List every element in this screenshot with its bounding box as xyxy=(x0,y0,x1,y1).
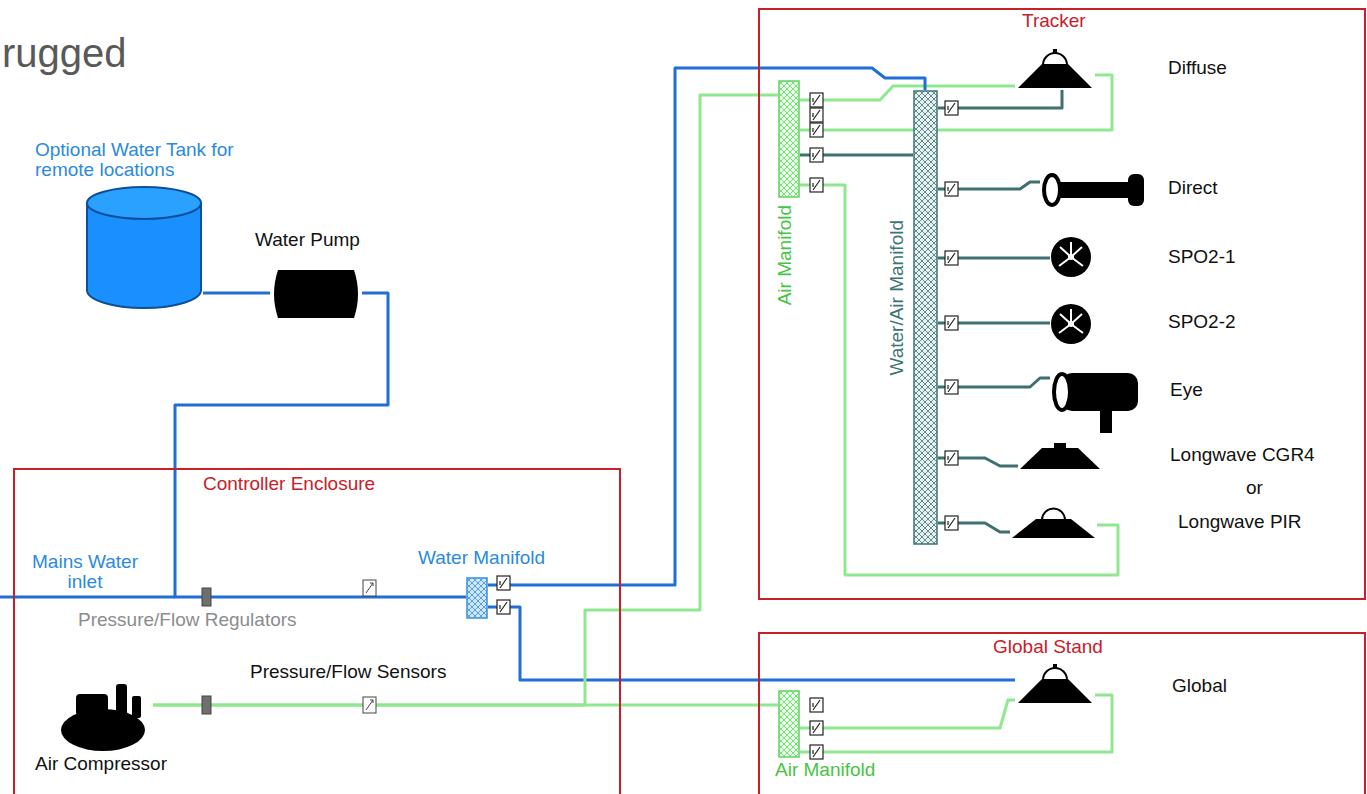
water-pump: Water Pump xyxy=(270,268,362,320)
air-line xyxy=(800,700,1015,728)
controller-enclosure: Water ManifoldAir Compressor Controller E… xyxy=(13,468,621,794)
enclosure-heading: Tracker xyxy=(1022,11,1086,31)
part-label: SPO2-2 xyxy=(1168,312,1236,332)
pipe-connector xyxy=(800,695,1112,752)
water-manifold: Water Manifold xyxy=(466,577,488,619)
part-label: Longwave CGR4 xyxy=(1170,445,1315,465)
air-manifold: Air Manifold xyxy=(778,690,800,758)
direct-pyrheliometer: Direct xyxy=(1040,170,1145,210)
part-label: Optional Water Tank for remote locations xyxy=(35,140,247,180)
sunphotometer-symbol xyxy=(1050,302,1092,346)
pressure-flow-sensors xyxy=(363,580,376,713)
air-manifold-symbol xyxy=(778,80,800,198)
global-pyranometer-symbol xyxy=(1015,660,1095,705)
page-heading-fragment: rugged xyxy=(2,30,127,76)
longwave-cgr4-symbol xyxy=(1018,443,1102,470)
part-label: SPO2-1 xyxy=(1168,247,1236,267)
diffuse-pyranometer: Diffuse xyxy=(1015,45,1095,90)
part-label: Pressure/Flow Sensors xyxy=(250,662,446,682)
part-label: Air Manifold xyxy=(775,760,875,780)
connectors xyxy=(153,68,1118,752)
part-label: Water Pump xyxy=(255,230,360,250)
longwave-pir-symbol xyxy=(1010,505,1097,540)
pipe-connector xyxy=(153,704,778,707)
part-label: Global xyxy=(1172,676,1227,696)
part-label: Water Manifold xyxy=(418,548,545,568)
air-compressor: Air Compressor xyxy=(58,680,153,752)
water-air-manifold-symbol xyxy=(913,90,938,545)
inlet-label: Mains Water inlet xyxy=(15,552,155,592)
water-air-manifold: Water/Air Manifold xyxy=(913,90,938,545)
pipe-connector xyxy=(488,607,1015,680)
pressure-flow-regulators xyxy=(202,588,211,714)
longwave-cgr4: Longwave CGR4 xyxy=(1018,443,1102,470)
air-manifold-symbol xyxy=(778,690,800,758)
air-manifold: Air Manifold xyxy=(778,80,800,198)
global-stand-frame: Air Manifold Global Global Stand xyxy=(758,632,1366,794)
diffuse-pyranometer-symbol xyxy=(1015,45,1095,90)
water-manifold-symbol xyxy=(466,577,488,619)
part-label: Eye xyxy=(1170,380,1203,400)
note: or xyxy=(1246,478,1263,498)
water-tank: Optional Water Tank for remote locations xyxy=(85,185,203,310)
mains-water-pipe xyxy=(0,596,175,599)
air-compressor-symbol xyxy=(58,680,153,752)
global-pyranometer: Global xyxy=(1015,660,1095,705)
water-pump-symbol xyxy=(270,268,362,320)
air-line xyxy=(800,86,1015,100)
enclosure-heading: Global Stand xyxy=(993,637,1103,657)
part-label: Air Compressor xyxy=(35,754,167,774)
part-label: Diffuse xyxy=(1168,58,1227,78)
tracker-frame: Air ManifoldWater/Air ManifoldDiffuseDir… xyxy=(758,8,1366,600)
part-label: Air Manifold xyxy=(775,205,795,305)
part-label: Direct xyxy=(1168,178,1218,198)
part-label: Longwave PIR xyxy=(1178,512,1302,532)
eye-camera: Eye xyxy=(1050,365,1140,433)
longwave-pir: Longwave PIR xyxy=(1010,505,1097,540)
valves xyxy=(497,93,958,759)
water-tank-symbol xyxy=(85,185,203,310)
sunphotometer: SPO2-2 xyxy=(1050,302,1092,346)
part-label: Water/Air Manifold xyxy=(887,220,907,376)
pipe-connector xyxy=(203,292,270,295)
sunphotometer: SPO2-1 xyxy=(1050,235,1092,279)
enclosure-heading: Controller Enclosure xyxy=(203,474,375,494)
direct-pyrheliometer-symbol xyxy=(1040,170,1145,210)
eye-camera-symbol xyxy=(1050,365,1140,433)
sunphotometer-symbol xyxy=(1050,235,1092,279)
part-label: Pressure/Flow Regulators xyxy=(78,610,297,630)
pipe-connector xyxy=(488,68,925,585)
